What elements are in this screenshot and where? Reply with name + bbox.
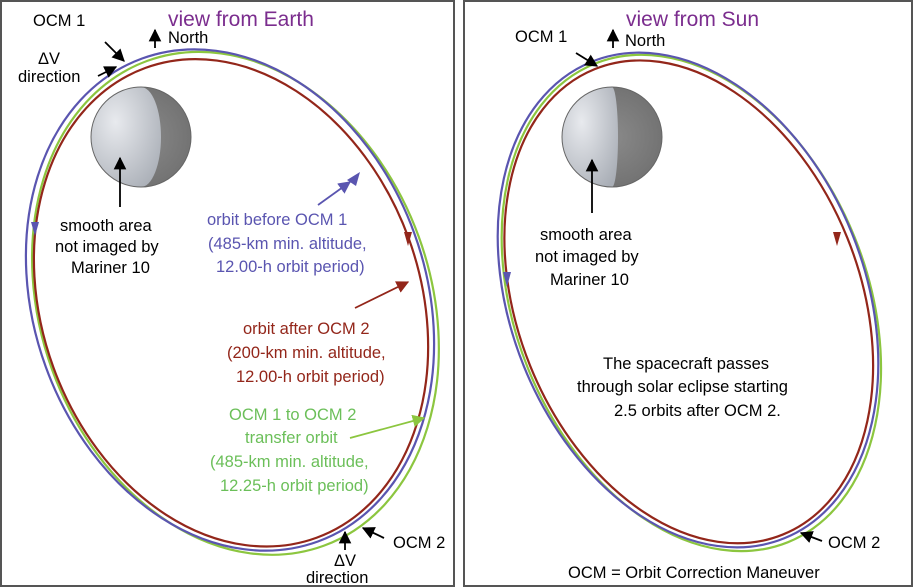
orbit-direction-arrow-right-red [833, 232, 841, 246]
dv-top-label-2: direction [18, 68, 80, 86]
orbit-direction-arrow-left-blue-top [347, 172, 360, 186]
after-pointer [354, 281, 410, 309]
footnote-label: OCM = Orbit Correction Maneuver [568, 564, 820, 582]
transfer-label-1: OCM 1 to OCM 2 [229, 406, 356, 424]
before-label-1: orbit before OCM 1 [207, 211, 347, 229]
smooth-label-2-right: not imaged by [535, 248, 639, 266]
dv-top-arrow [97, 66, 118, 78]
orbit-before-ocm1-left [24, 48, 436, 552]
smooth-label-1-right: smooth area [540, 226, 633, 244]
orbit-after-ocm2-left [32, 58, 430, 548]
eclipse-label-3: 2.5 orbits after OCM 2. [614, 402, 781, 420]
right-panel: view from Sun North OCM 1 smooth area no… [496, 8, 883, 582]
north-label-left: North [168, 29, 208, 47]
mercury-planet-left [90, 86, 192, 188]
after-label-1: orbit after OCM 2 [243, 320, 370, 338]
left-panel-frame [0, 0, 455, 587]
before-label-2: (485-km min. altitude, [208, 235, 367, 253]
orbit-direction-arrow-left-red [404, 232, 412, 246]
transfer-label-3: (485-km min. altitude, [210, 453, 369, 471]
right-title: view from Sun [626, 8, 759, 31]
right-panel-frame [463, 0, 913, 587]
before-pointer [317, 181, 352, 206]
left-title: view from Earth [168, 8, 314, 31]
smooth-label-1-left: smooth area [60, 217, 153, 235]
ocm1-label-left: OCM 1 [33, 12, 85, 30]
ocm2-label-left: OCM 2 [393, 534, 445, 552]
left-panel: view from Earth North OCM 1 ΔV direction… [18, 8, 445, 587]
smooth-label-2-left: not imaged by [55, 238, 159, 256]
eclipse-label-2: through solar eclipse starting [577, 378, 788, 396]
transfer-pointer [349, 414, 426, 439]
ocm2-arrow-left [361, 527, 385, 539]
orbit-direction-arrow-right-blue [503, 272, 511, 287]
ocm2-arrow-right [799, 531, 823, 543]
after-label-3: 12.00-h orbit period) [236, 368, 385, 386]
ocm1-arrow-left [104, 41, 125, 62]
before-label-3: 12.00-h orbit period) [216, 258, 365, 276]
transfer-orbit-left [30, 50, 440, 556]
dv-top-label-1: ΔV [38, 50, 60, 68]
mercury-planet-right [561, 86, 663, 188]
dv-bottom-label-2: direction [306, 569, 368, 587]
ocm1-arrow-right [575, 52, 599, 67]
orbit-direction-arrow-left-blue [31, 222, 39, 236]
transfer-label-2: transfer orbit [245, 429, 338, 447]
smooth-label-3-left: Mariner 10 [71, 259, 150, 277]
ocm1-label-right: OCM 1 [515, 28, 567, 46]
eclipse-label-1: The spacecraft passes [603, 355, 769, 373]
dv-bottom-label-1: ΔV [334, 552, 356, 570]
north-label-right: North [625, 32, 665, 50]
orbit-after-ocm2-right [503, 59, 875, 545]
after-label-2: (200-km min. altitude, [227, 344, 386, 362]
transfer-label-4: 12.25-h orbit period) [220, 477, 369, 495]
smooth-label-3-right: Mariner 10 [550, 271, 629, 289]
ocm2-label-right: OCM 2 [828, 534, 880, 552]
